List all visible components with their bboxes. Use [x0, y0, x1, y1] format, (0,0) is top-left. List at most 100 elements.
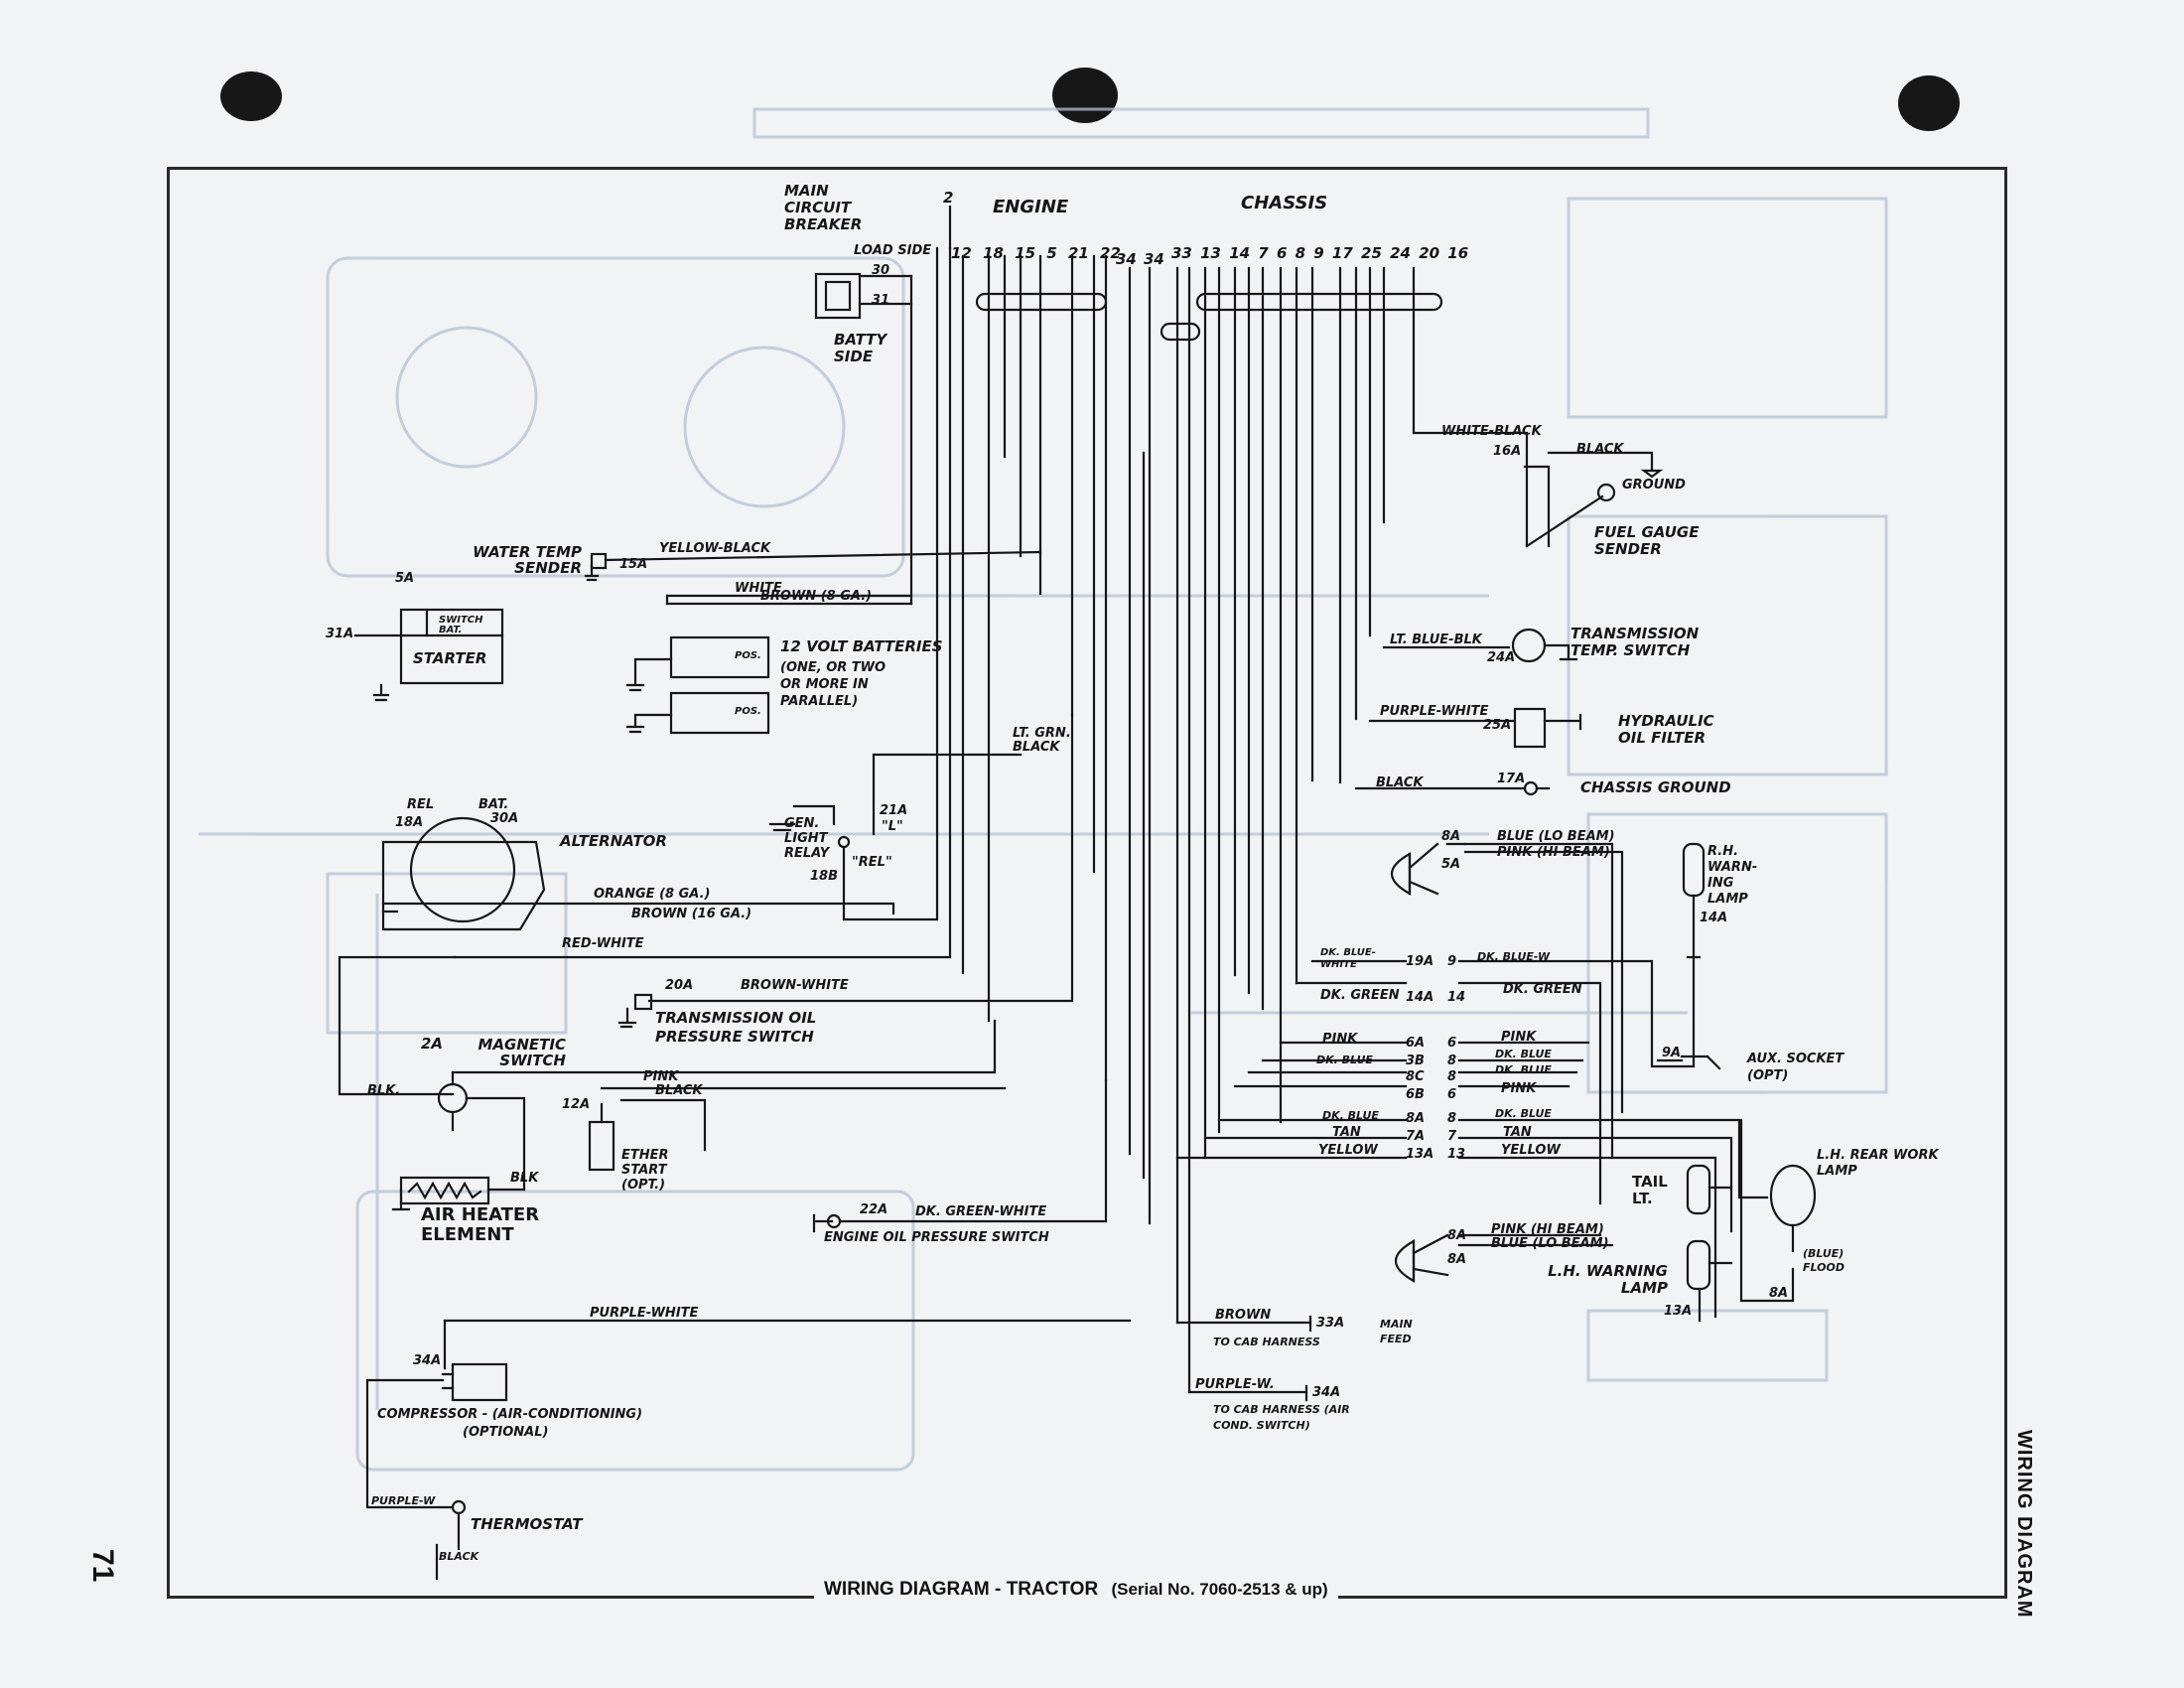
wire-8a-mid: 8A — [1406, 1111, 1426, 1126]
rh-warning-lamp-label: R.H. WARN- ING LAMP — [1707, 844, 1758, 907]
lh-head-lamp-symbol — [1395, 1239, 1416, 1283]
wire-25a: 25A — [1483, 718, 1512, 733]
wire-orange-8ga: ORANGE (8 GA.) — [594, 887, 711, 902]
wire-dk-blue-right-2: DK. BLUE — [1495, 1063, 1552, 1076]
wire-21a: 21A — [880, 803, 908, 818]
wire-8a-lh: 8A — [1447, 1228, 1467, 1243]
batty-side-label: BATTY SIDE — [834, 331, 887, 365]
wire-pink-hi-beam-lh: PINK (HI BEAM) — [1491, 1222, 1604, 1237]
alternator-label: ALTERNATOR — [560, 832, 667, 850]
wire-brown-cab: BROWN — [1215, 1308, 1272, 1323]
terminal-34b: 34 — [1144, 250, 1164, 268]
wire-18a: 18A — [395, 815, 424, 830]
terminal-31: 31 — [872, 293, 890, 308]
wire-14a-rh: 14A — [1700, 911, 1728, 925]
to-cab-harness-ac-label: TO CAB HARNESS (AIR COND. SWITCH) — [1213, 1403, 1350, 1432]
water-temp-sender-label: WATER TEMP SENDER — [473, 543, 582, 577]
punch-hole-right — [1898, 75, 1960, 131]
fuel-gauge-sender-label: FUEL GAUGE SENDER — [1594, 523, 1700, 558]
wire-5a-rh: 5A — [1441, 857, 1461, 872]
magnetic-switch-symbol — [437, 1082, 469, 1114]
wire-brown-16ga: BROWN (16 GA.) — [631, 907, 752, 921]
load-side-label: LOAD SIDE — [854, 243, 932, 258]
wire-purple-w-thermo: PURPLE-W — [371, 1494, 436, 1507]
wire-dk-blue-left: DK. BLUE — [1316, 1054, 1373, 1066]
engine-oil-pressure-label: ENGINE OIL PRESSURE SWITCH — [824, 1230, 1049, 1245]
wire-6a: 6A — [1406, 1036, 1426, 1051]
wire-black: BLACK — [655, 1083, 703, 1098]
wire-dk-green-right: DK. GREEN — [1503, 982, 1582, 997]
air-heater-label: AIR HEATER ELEMENT — [421, 1204, 540, 1245]
wire-6-second: 6 — [1447, 1087, 1457, 1102]
wire-18b: 18B — [810, 869, 838, 884]
gen-light-relay-label: GEN. LIGHT RELAY — [784, 816, 830, 861]
battery-pos-2: POS. — [735, 706, 761, 717]
wire-dk-green-white: DK. GREEN-WHITE — [915, 1204, 1047, 1219]
wire-white: WHITE — [735, 581, 782, 596]
terminal-2: 2 — [943, 189, 954, 207]
wire-5a: 5A — [395, 571, 415, 586]
wire-13a-lh: 13A — [1664, 1304, 1693, 1319]
wire-7: 7 — [1447, 1129, 1457, 1144]
caption-serial: (Serial No. 7060-2513 & up) — [1111, 1580, 1328, 1599]
wire-24a: 24A — [1487, 650, 1516, 665]
wire-pink-hi-beam: PINK (HI BEAM) — [1497, 845, 1610, 860]
wire-2a: 2A — [421, 1035, 444, 1053]
wire-blue-lo-beam: BLUE (LO BEAM) — [1497, 829, 1615, 844]
wire-red-white: RED-WHITE — [562, 936, 644, 951]
wire-dk-blue-white: DK. BLUE-WHITE — [1320, 947, 1376, 970]
lh-warning-lamp-label: L.H. WARNING LAMP — [1548, 1262, 1668, 1297]
wire-tan-left: TAN — [1332, 1125, 1361, 1140]
chassis-terminals: 33 13 14 7 6 8 9 17 25 24 20 16 — [1171, 244, 1469, 262]
hydraulic-oil-filter-label: HYDRAULIC OIL FILTER — [1618, 712, 1714, 747]
wire-16a: 16A — [1493, 444, 1522, 459]
wire-pink-right-2: PINK — [1501, 1081, 1537, 1096]
wire-pink: PINK — [643, 1069, 679, 1084]
ether-start-label: ETHER START (OPT.) — [621, 1148, 669, 1193]
wire-tan-right: TAN — [1503, 1125, 1532, 1140]
main-feed-label: MAIN FEED — [1380, 1318, 1413, 1345]
engine-terminals: 12 18 15 5 21 22 — [951, 244, 1121, 262]
wire-33a: 33A — [1316, 1316, 1345, 1331]
battery-pos-1: POS. — [735, 650, 761, 661]
wire-9a: 9A — [1662, 1046, 1682, 1060]
rel-terminal: "REL" — [852, 855, 892, 870]
switch-bat-label: SWITCH BAT. — [439, 615, 483, 635]
alternator-symbol — [381, 840, 546, 931]
wire-8: 8 — [1447, 1054, 1457, 1068]
punch-hole-left — [220, 71, 282, 121]
wire-yellow-left: YELLOW — [1318, 1143, 1378, 1158]
wire-dk-blue-right: DK. BLUE — [1495, 1048, 1552, 1060]
tail-light-symbol — [1686, 1164, 1711, 1215]
wire-lt-blue-blk: LT. BLUE-BLK — [1390, 633, 1482, 647]
chassis-ground-label: CHASSIS GROUND — [1580, 778, 1731, 796]
wire-22a: 22A — [860, 1202, 888, 1217]
wire-brown-white: BROWN-WHITE — [741, 978, 849, 993]
punch-hole-center — [1052, 68, 1118, 123]
wire-black-gauge: BLACK — [1576, 442, 1624, 457]
starter-symbol — [399, 608, 504, 685]
wire-13a: 13A — [1406, 1147, 1434, 1162]
wire-6: 6 — [1447, 1036, 1457, 1051]
hydraulic-oil-filter-symbol — [1513, 707, 1547, 749]
alternator-rel: REL — [407, 797, 435, 812]
compressor-symbol — [451, 1362, 508, 1402]
wire-15a: 15A — [619, 557, 648, 572]
wire-dk-green-left: DK. GREEN — [1320, 988, 1400, 1003]
caption-title: WIRING DIAGRAM - TRACTOR — [824, 1579, 1099, 1600]
wire-blk: BLK. — [367, 1083, 401, 1098]
chassis-harness-bundle — [1195, 292, 1443, 312]
l-terminal: "L" — [882, 819, 903, 834]
terminal-30: 30 — [872, 263, 890, 278]
starter-label: STARTER — [413, 649, 487, 667]
wire-pink-right: PINK — [1501, 1030, 1537, 1045]
trans-oil-pressure-symbol — [633, 993, 653, 1011]
center-harness-bundle — [1160, 322, 1201, 342]
wire-blue-lo-beam-lh: BLUE (LO BEAM) — [1491, 1236, 1609, 1251]
ground-label: GROUND — [1622, 478, 1686, 492]
blue-flood-label: (BLUE) FLOOD — [1803, 1247, 1844, 1274]
wire-pink-left: PINK — [1322, 1032, 1358, 1047]
